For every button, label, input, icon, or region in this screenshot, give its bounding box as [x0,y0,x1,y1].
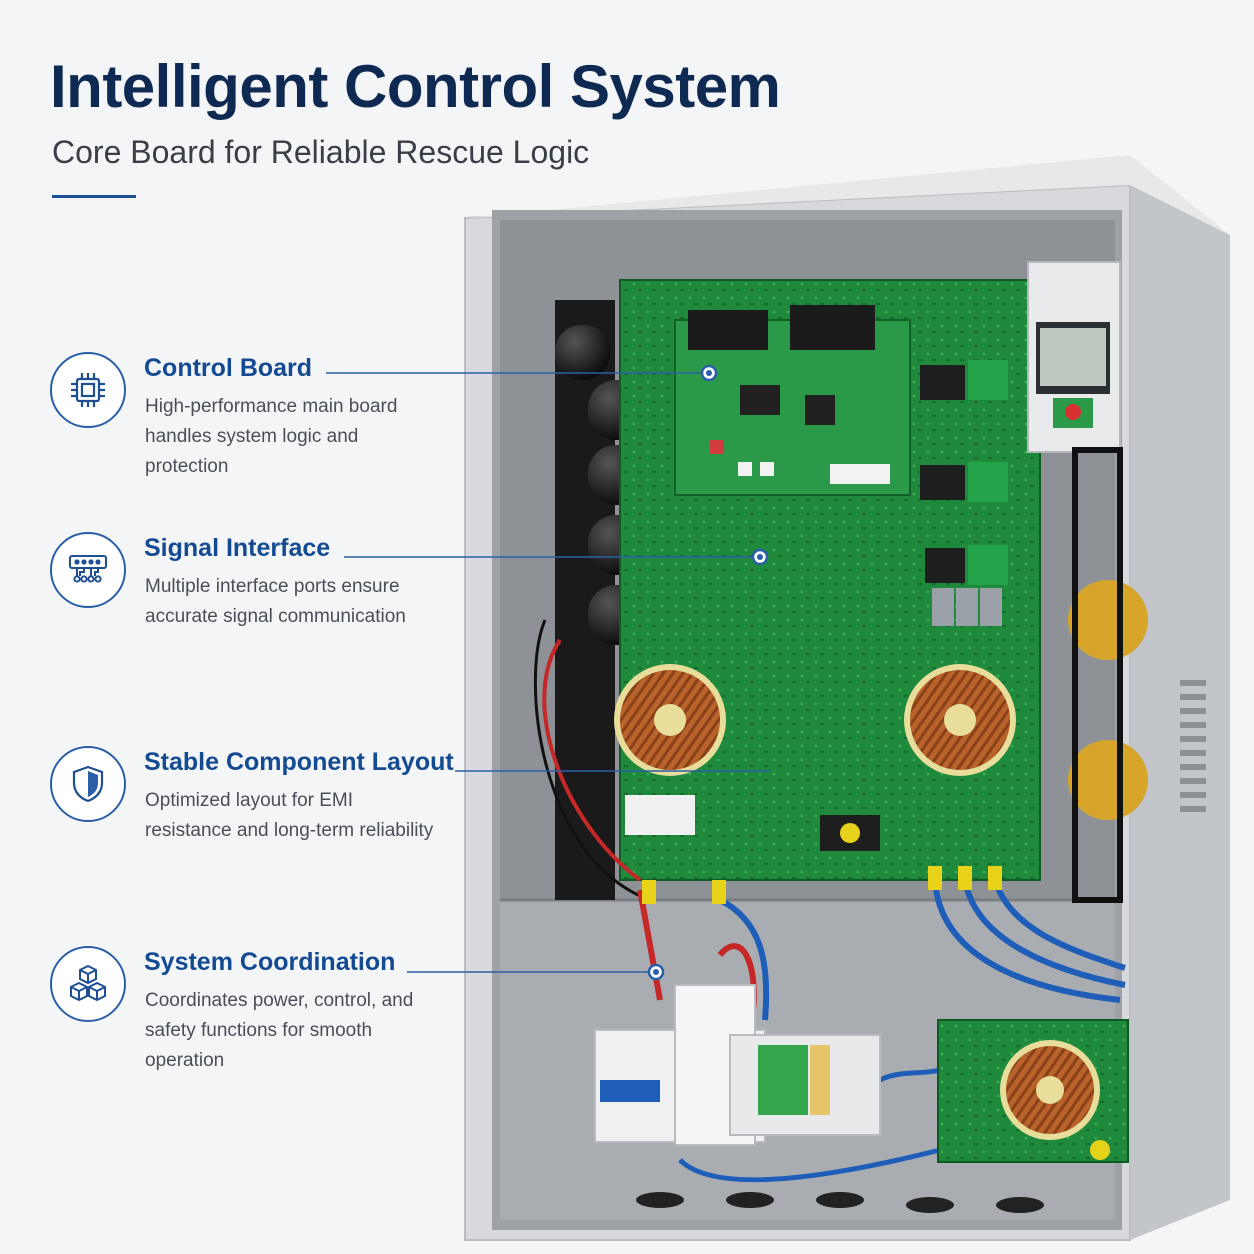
wire-terminals [642,866,1002,904]
feature-heading: Stable Component Layout [144,748,454,776]
feature-description: Multiple interface ports ensure accurate… [145,576,406,627]
feature-heading: Signal Interface [144,534,331,562]
feature-heading: Control Board [144,354,313,382]
feature-description: High-performance main board handles syst… [145,396,398,477]
feature-description: Coordinates power, control, and safety f… [145,990,414,1071]
feature-description: Optimized layout for EMI resistance and … [145,790,434,841]
feature-heading: System Coordination [144,948,396,976]
title-underline [52,195,136,198]
shield-icon [50,746,126,822]
callout-lines [326,372,770,973]
cabinet-top [465,155,1230,235]
chip-icon [50,352,126,428]
page-subtitle: Core Board for Reliable Rescue Logic [52,134,590,170]
interface-icon [50,532,126,608]
side-vents [1180,680,1206,812]
callout-dots [647,364,769,981]
cubes-icon [50,946,126,1022]
toroid-left [614,664,726,776]
page-title: Intelligent Control System [50,53,781,120]
toroid-right [904,664,1016,776]
